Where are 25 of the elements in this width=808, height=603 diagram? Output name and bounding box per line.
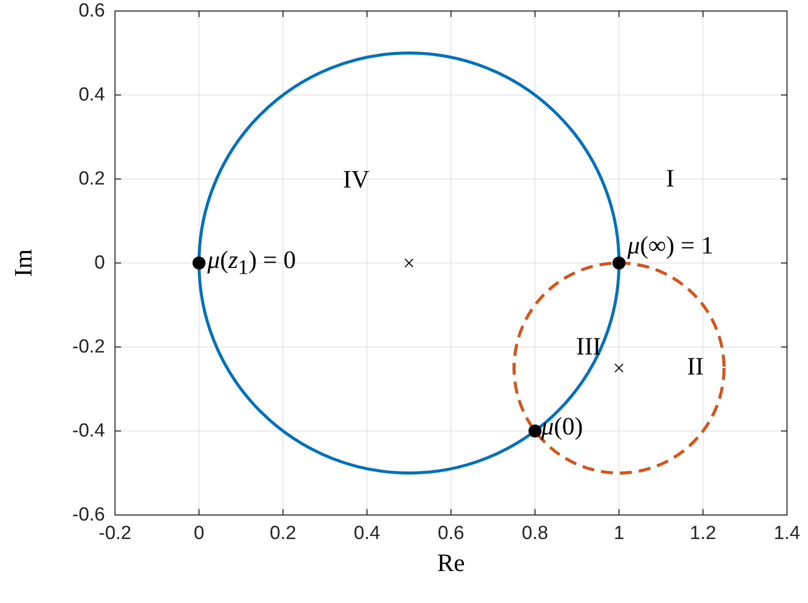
tick-label: 0.2 <box>78 170 105 188</box>
tick-label: -0.2 <box>98 524 132 543</box>
annotation-label: μ(0) <box>541 414 584 440</box>
annotation-label: μ(∞) = 1 <box>627 234 714 259</box>
annotation-label: IV <box>343 167 370 192</box>
tick-label: -0.4 <box>72 422 105 440</box>
tick-label: -0.2 <box>72 338 105 356</box>
tick-label: 0.4 <box>354 524 380 543</box>
tick-label: 1.4 <box>774 524 800 543</box>
tick-label: 0 <box>194 524 204 543</box>
axis-title: Im <box>12 249 36 277</box>
annotation-label: I <box>666 166 674 192</box>
annotation-label: III <box>576 334 602 360</box>
tick-label: 0 <box>94 254 105 272</box>
tick-label: 0.8 <box>522 524 548 543</box>
tick-label: 1.2 <box>690 524 716 543</box>
tick-label: 0.4 <box>78 86 105 104</box>
annotation-label: μ(z$_{1}$) = 0 <box>207 248 296 278</box>
tick-label: 0.2 <box>270 524 296 543</box>
axis-title: Re <box>437 551 465 576</box>
tick-label: -0.6 <box>72 506 105 524</box>
annotation-label: II <box>687 354 704 380</box>
tick-label: 0.6 <box>78 2 105 20</box>
tick-label: 1 <box>614 524 624 543</box>
tick-label: 0.6 <box>438 524 464 543</box>
